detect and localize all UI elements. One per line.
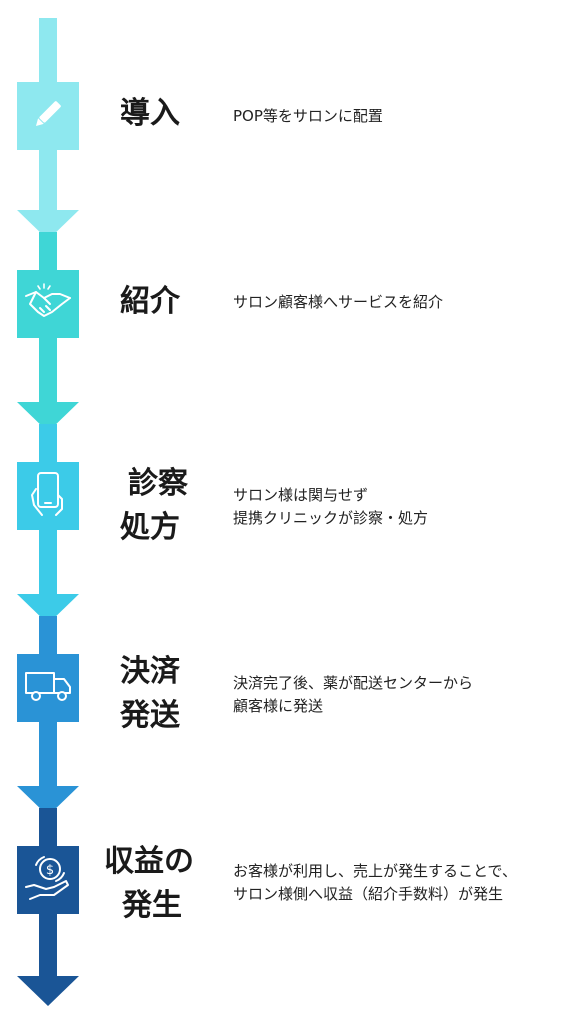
step-5-desc-line-2: サロン様側へ収益（紹介手数料）が発生: [233, 885, 504, 903]
step-1-description: POP等をサロンに配置: [233, 105, 383, 128]
step-1-title: 導入: [120, 92, 180, 136]
step-5-description: お客様が利用し、売上が発生することで、 サロン様側へ収益（紹介手数料）が発生: [233, 860, 517, 906]
step-2-description: サロン顧客様へサービスを紹介: [233, 291, 443, 314]
step-4-title: 決済 発送: [120, 650, 180, 738]
step-3-icon-box: [17, 462, 79, 530]
step-3-desc-line-1: サロン様は関与せず: [233, 486, 369, 504]
step-5-icon-box: $: [17, 846, 79, 914]
step-3-description: サロン様は関与せず 提携クリニックが診察・処方: [233, 484, 428, 530]
step-2-title: 紹介: [120, 280, 180, 324]
step-3-title: 診察 処方: [120, 462, 188, 550]
step-3-title-line-1: 診察: [128, 466, 188, 501]
hand-money-icon: $: [24, 855, 72, 905]
step-1-title-line-1: 導入: [120, 96, 180, 131]
pencil-icon: [30, 96, 66, 136]
step-4-desc-line-2: 顧客様に発送: [233, 697, 324, 715]
step-1-desc-line-1: POP等をサロンに配置: [233, 107, 383, 125]
step-5-title: 収益の 発生: [104, 840, 194, 928]
step-1-icon-box: [17, 82, 79, 150]
step-5-title-line-1: 収益の: [104, 844, 194, 879]
step-4-description: 決済完了後、薬が配送センターから 顧客様に発送: [233, 672, 473, 718]
step-3-title-line-2: 処方: [120, 510, 180, 545]
step-3-desc-line-2: 提携クリニックが診察・処方: [233, 509, 429, 527]
step-4-desc-line-1: 決済完了後、薬が配送センターから: [233, 674, 474, 692]
svg-text:$: $: [46, 863, 54, 878]
step-4-title-line-1: 決済: [120, 654, 180, 689]
truck-icon: [24, 669, 72, 707]
step-2-title-line-1: 紹介: [120, 284, 180, 319]
step-4-icon-box: [17, 654, 79, 722]
smartphone-icon: [28, 471, 68, 521]
step-2-icon-box: [17, 270, 79, 338]
step-4-title-line-2: 発送: [120, 698, 180, 733]
step-2-desc-line-1: サロン顧客様へサービスを紹介: [233, 293, 444, 311]
handshake-icon: [24, 282, 72, 326]
step-5-title-line-2: 発生: [122, 888, 182, 923]
step-5-desc-line-1: お客様が利用し、売上が発生することで、: [233, 862, 517, 880]
